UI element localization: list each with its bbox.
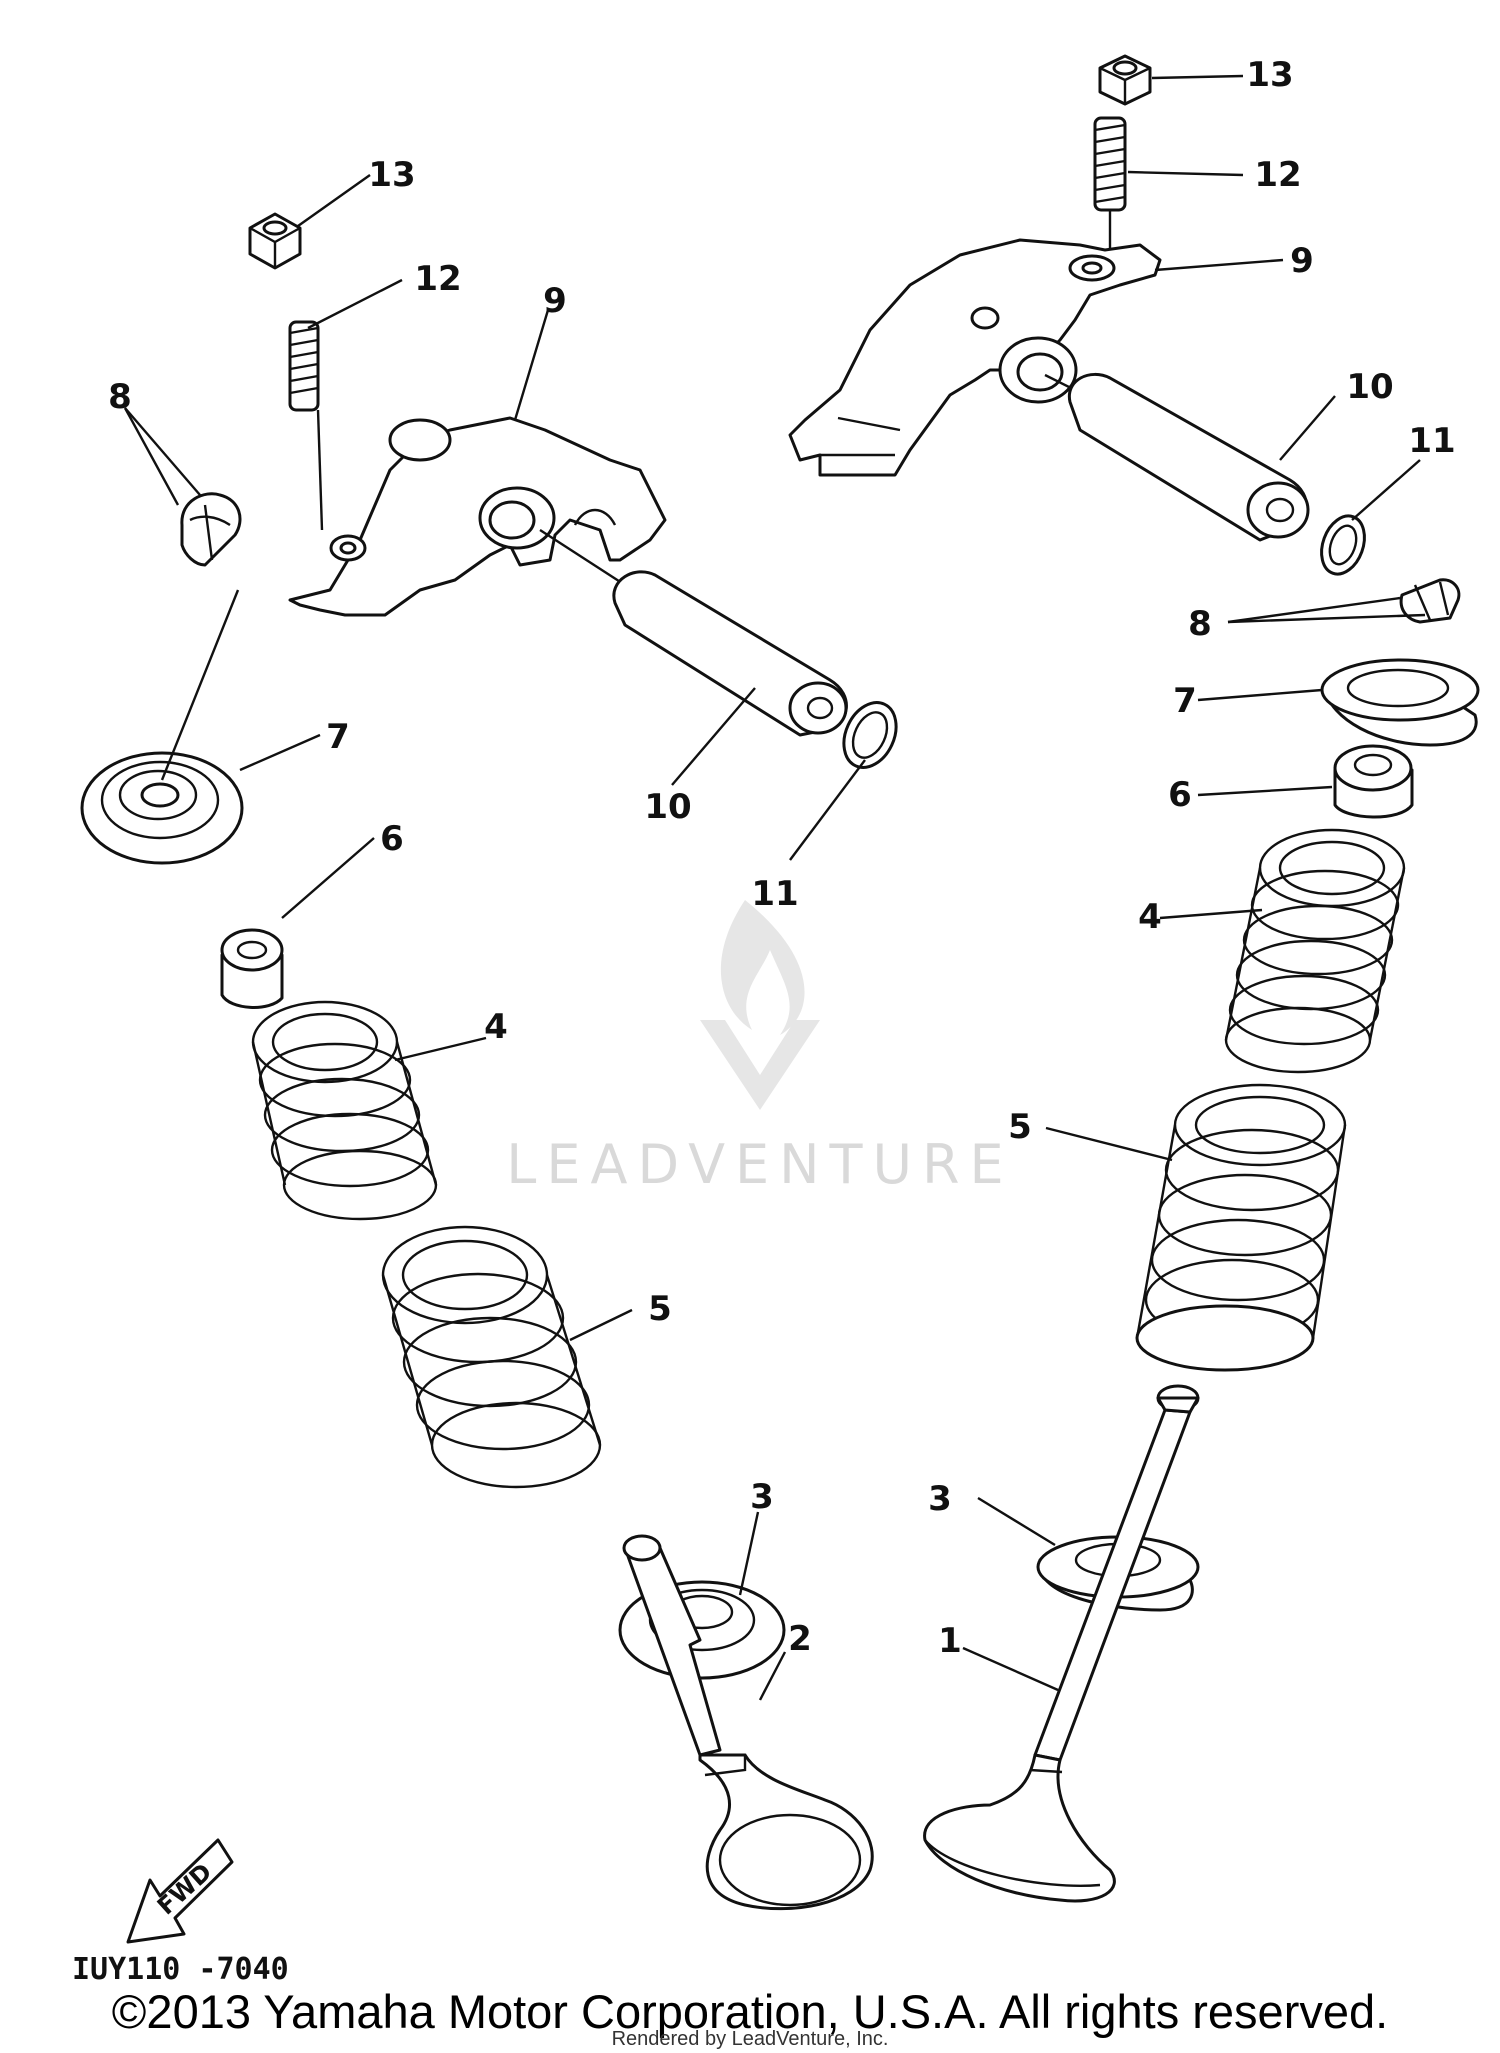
callout-13-left: 13 [368,155,415,195]
callout-6-right: 6 [1168,775,1192,815]
part-5-spring-left [381,1225,602,1489]
part-7-retainer-right [1320,658,1480,747]
callout-9-right: 9 [1290,241,1314,281]
part-6-seal-left [220,928,284,1009]
callout-1: 1 [938,1621,962,1661]
part-13-nut-right [1098,54,1152,106]
watermark-text: LEADVENTURE [506,1133,1013,1196]
flame-v-logo-icon [700,900,820,1110]
part-1-valve-exhaust [923,1384,1200,1903]
part-12-screw-left [288,320,324,531]
part-10-shaft-right [1044,372,1310,542]
callout-12-left: 12 [414,259,461,299]
callout-11-left: 11 [751,874,798,914]
callout-3-right: 3 [928,1479,952,1519]
callout-7-left: 7 [326,717,350,757]
callout-5-left: 5 [648,1289,672,1329]
part-4-spring-right [1224,828,1406,1074]
part-8-keepers-right [1399,578,1461,624]
callout-labels: 1 2 3 3 4 4 5 5 6 6 7 7 8 8 9 9 10 10 11… [108,55,1456,1661]
callout-4-right: 4 [1138,897,1162,937]
fwd-arrow-icon: FWD [126,1838,234,1944]
part-5-spring-right [1135,1083,1347,1372]
copyright-notice: ©2013 Yamaha Motor Corporation, U.S.A. A… [111,1985,1389,2038]
part-10-shaft-left [539,528,848,737]
part-9-rocker-arm-right [788,238,1162,477]
callout-6-left: 6 [380,819,404,859]
callout-8-left: 8 [108,377,132,417]
diagram-code: IUY110 -7040 [72,1952,289,1987]
callout-4-left: 4 [484,1007,508,1047]
callout-2: 2 [788,1619,812,1659]
callout-9-left: 9 [543,281,567,321]
rendered-by-note: Rendered by LeadVenture, Inc. [611,2028,889,2050]
part-4-spring-left [251,1000,438,1221]
part-9-rocker-arm-left [288,416,667,617]
part-11-oring-right [1320,514,1366,576]
leader-lines [123,74,1426,1701]
part-6-seal-right [1333,744,1414,819]
part-12-screw-right [1093,116,1127,255]
callout-5-right: 5 [1008,1107,1032,1147]
part-11-oring-left [842,701,898,769]
callout-7-right: 7 [1173,681,1197,721]
part-7-retainer-left [80,751,244,865]
part-8-keepers-left [180,492,242,567]
callout-12-right: 12 [1254,155,1301,195]
callout-13-right: 13 [1246,55,1293,95]
watermark: LEADVENTURE [506,900,1013,1196]
part-13-nut-left [248,212,302,270]
callout-10-right: 10 [1346,367,1393,407]
part-2-valve-intake [622,1534,874,1911]
callout-10-left: 10 [644,787,691,827]
callout-8-right: 8 [1188,604,1212,644]
callout-3-left: 3 [750,1477,774,1517]
callout-11-right: 11 [1408,421,1455,461]
